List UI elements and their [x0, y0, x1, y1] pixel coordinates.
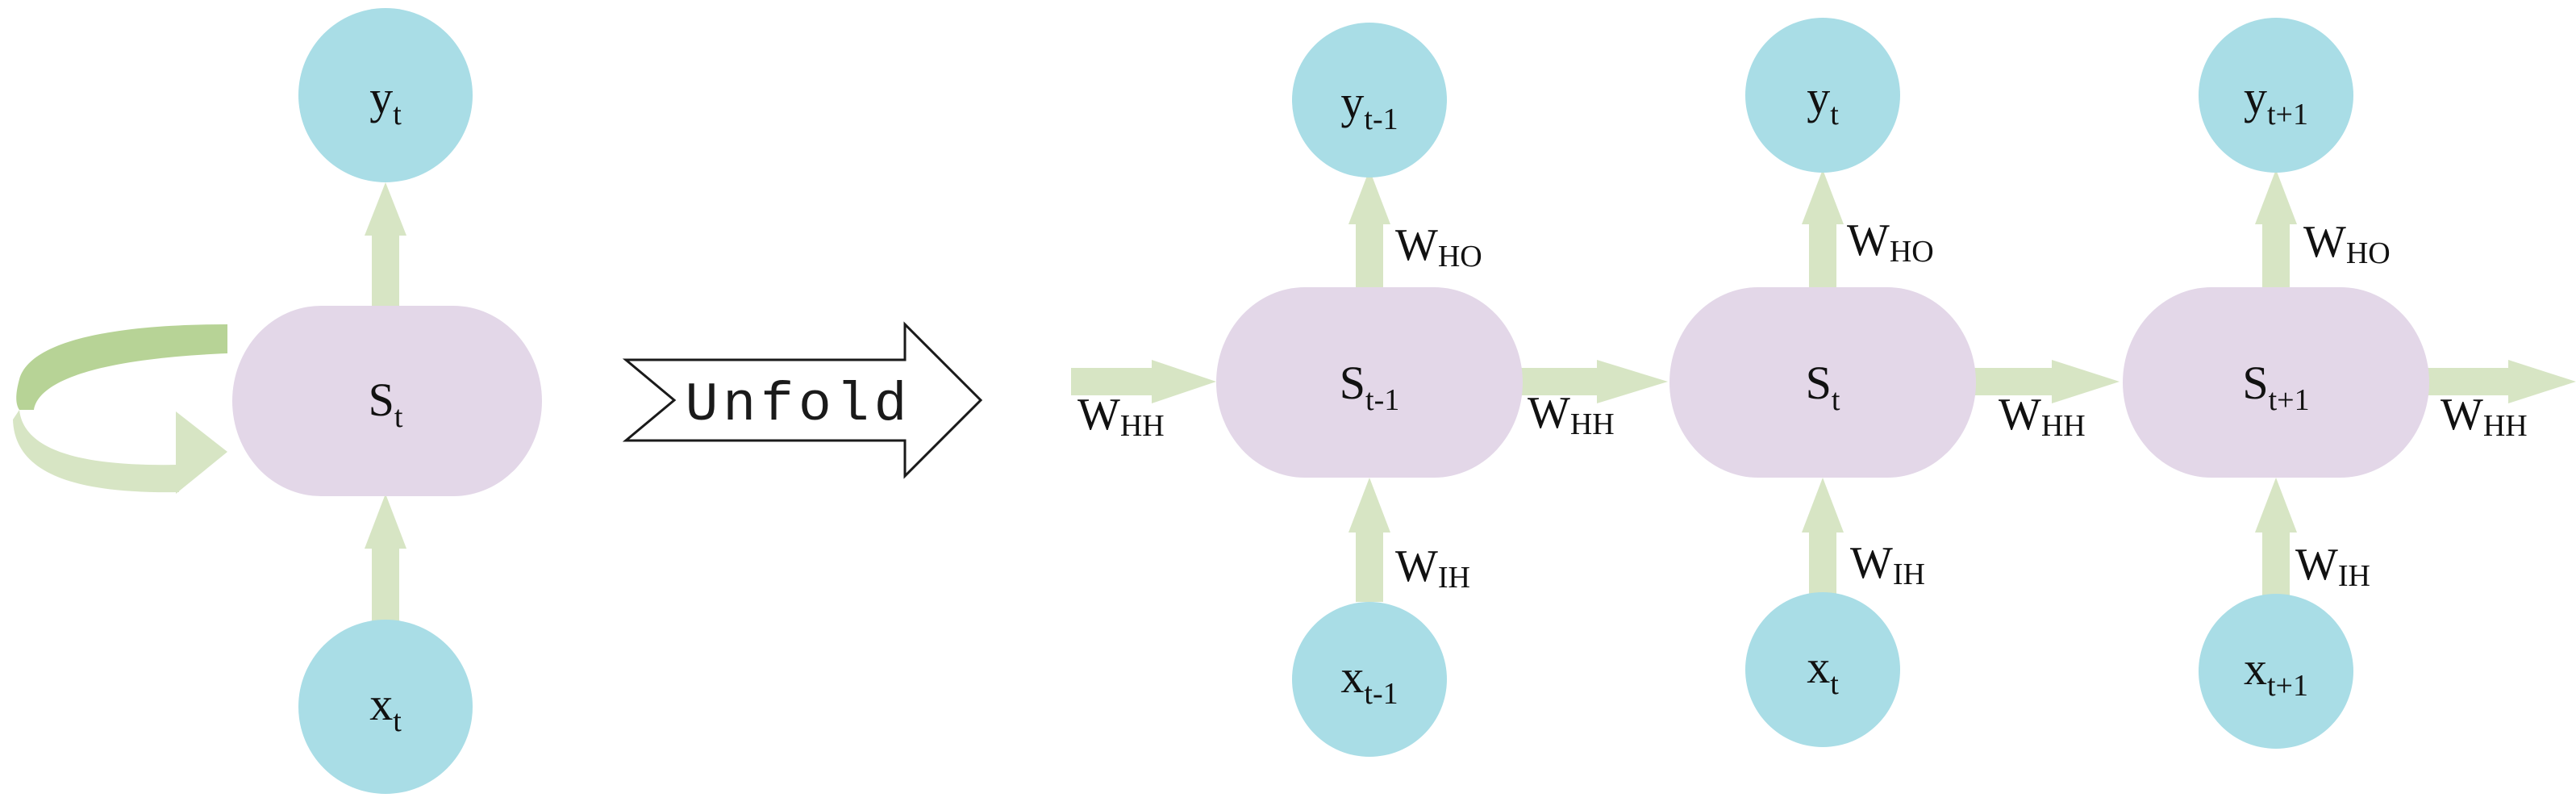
- step-1-input-label: xt-1: [1340, 650, 1398, 711]
- arrow-out-of-step-3: [2423, 360, 2576, 403]
- step-2-input-label: xt: [1807, 641, 1839, 701]
- folded-state-node: [232, 306, 542, 496]
- loop-arrowhead: [176, 411, 227, 494]
- step-3-state-label: St+1: [2242, 357, 2309, 417]
- step-1-state-node: [1216, 287, 1523, 478]
- folded-output-node: [298, 8, 473, 182]
- step-2-state-label: St: [1806, 357, 1840, 417]
- step-1-arrow-in: [1348, 478, 1390, 602]
- folded-arrow-up-in: [365, 494, 406, 623]
- step-2-w-in-label: WIH: [1850, 538, 1925, 591]
- step-3: yt+1 St+1 xt+1 WHO WIH WHH: [2123, 18, 2528, 749]
- arrow-into-step-1: [1071, 360, 1216, 403]
- step-1-output-node: [1292, 23, 1447, 177]
- folded-arrow-up-out: [365, 182, 406, 308]
- folded-output-label: yt: [369, 71, 402, 132]
- step-1-w-in-label: WIH: [1395, 541, 1470, 595]
- unfold-arrow-shape: [622, 321, 983, 479]
- unfold-label: Unfold: [686, 374, 912, 436]
- step-1-w-next-label: WHH: [1528, 388, 1615, 441]
- step-3-w-in-label: WIH: [2295, 540, 2370, 593]
- folded-rnn: yt St xt: [13, 8, 542, 794]
- loop-back-band: [16, 324, 227, 410]
- step-3-output-label: yt+1: [2244, 71, 2308, 132]
- step-2-w-out-label: WHO: [1847, 215, 1934, 269]
- step-2-state-node: [1669, 287, 1976, 478]
- step-1-output-label: yt-1: [1340, 76, 1398, 136]
- step-3-w-next-label: WHH: [2441, 390, 2528, 443]
- step-1-input-node: [1292, 602, 1447, 757]
- unfolded-rnn: yt-1 St-1 xt-1 WHO WIH WHH WHH: [1071, 18, 2576, 757]
- step-2-output-node: [1745, 18, 1900, 173]
- arrow-step-1-to-2: [1516, 360, 1668, 403]
- step-2: yt St xt WHO WIH WHH: [1669, 18, 2086, 747]
- step-3-output-node: [2199, 18, 2353, 173]
- unfold-arrow: Unfold: [622, 321, 983, 479]
- step-3-w-out-label: WHO: [2303, 217, 2391, 270]
- step-1-arrow-out: [1348, 169, 1390, 289]
- folded-input-label: xt: [369, 678, 402, 738]
- step-2-arrow-out: [1802, 169, 1844, 289]
- step-3-input-node: [2199, 594, 2353, 749]
- step-3-arrow-out: [2255, 169, 2297, 289]
- step-2-input-node: [1745, 592, 1900, 747]
- step-1-w-out-label: WHO: [1395, 220, 1482, 274]
- step-2-w-next-label: WHH: [1999, 390, 2086, 443]
- arrow-step-2-to-3: [1971, 360, 2120, 403]
- folded-input-node: [298, 620, 473, 794]
- step-1-state-label: St-1: [1340, 357, 1399, 417]
- step-3-state-node: [2123, 287, 2429, 478]
- step-1-w-prev-label: WHH: [1078, 390, 1165, 443]
- recurrent-loop-arrow: [13, 324, 227, 494]
- step-1: yt-1 St-1 xt-1 WHO WIH WHH WHH: [1078, 23, 1615, 757]
- loop-front-band: [13, 410, 179, 493]
- step-3-input-label: xt+1: [2244, 642, 2308, 703]
- step-2-arrow-in: [1802, 478, 1844, 599]
- step-2-output-label: yt: [1807, 71, 1839, 132]
- folded-state-label: St: [369, 374, 403, 434]
- step-3-arrow-in: [2255, 478, 2297, 600]
